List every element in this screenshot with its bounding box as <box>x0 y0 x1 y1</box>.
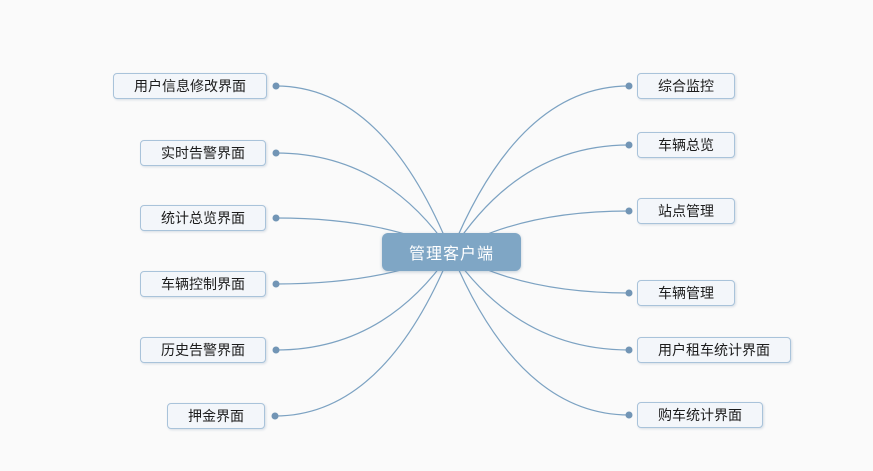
connector-dot-left-4 <box>272 280 280 288</box>
node-vehicle-management[interactable]: 车辆管理 <box>637 280 735 306</box>
node-user-info-edit[interactable]: 用户信息修改界面 <box>113 73 267 99</box>
connector-line-left-6 <box>274 251 452 417</box>
connector-dot-right-4 <box>625 289 633 297</box>
node-center-management-client[interactable]: 管理客户端 <box>382 233 521 271</box>
connector-line-right-6 <box>450 251 630 416</box>
connector-dot-right-2 <box>625 141 633 149</box>
node-vehicle-control[interactable]: 车辆控制界面 <box>140 271 266 297</box>
node-history-alarm[interactable]: 历史告警界面 <box>140 337 266 363</box>
node-user-rental-stats[interactable]: 用户租车统计界面 <box>637 337 791 363</box>
connector-line-left-1 <box>275 85 452 253</box>
connector-line-right-1 <box>450 85 630 253</box>
node-deposit[interactable]: 押金界面 <box>167 403 265 429</box>
connector-dot-right-1 <box>625 82 633 90</box>
connector-line-left-2 <box>275 152 452 253</box>
connector-dot-right-5 <box>625 346 633 354</box>
node-purchase-stats[interactable]: 购车统计界面 <box>637 402 763 428</box>
connector-dot-left-1 <box>272 82 280 90</box>
node-realtime-alarm[interactable]: 实时告警界面 <box>140 140 266 166</box>
connector-line-right-5 <box>450 251 630 351</box>
node-comprehensive-monitor[interactable]: 综合监控 <box>637 73 735 99</box>
connector-line-right-2 <box>450 144 630 253</box>
connector-dot-right-6 <box>625 411 633 419</box>
connector-dot-left-5 <box>272 346 280 354</box>
connector-line-left-5 <box>275 251 452 351</box>
node-stats-overview[interactable]: 统计总览界面 <box>140 205 266 231</box>
connector-dot-left-2 <box>272 149 280 157</box>
connector-dot-left-3 <box>272 214 280 222</box>
node-vehicle-overview[interactable]: 车辆总览 <box>637 132 735 158</box>
node-station-management[interactable]: 站点管理 <box>637 198 735 224</box>
connector-dot-right-3 <box>625 207 633 215</box>
connector-dot-left-6 <box>271 412 279 420</box>
